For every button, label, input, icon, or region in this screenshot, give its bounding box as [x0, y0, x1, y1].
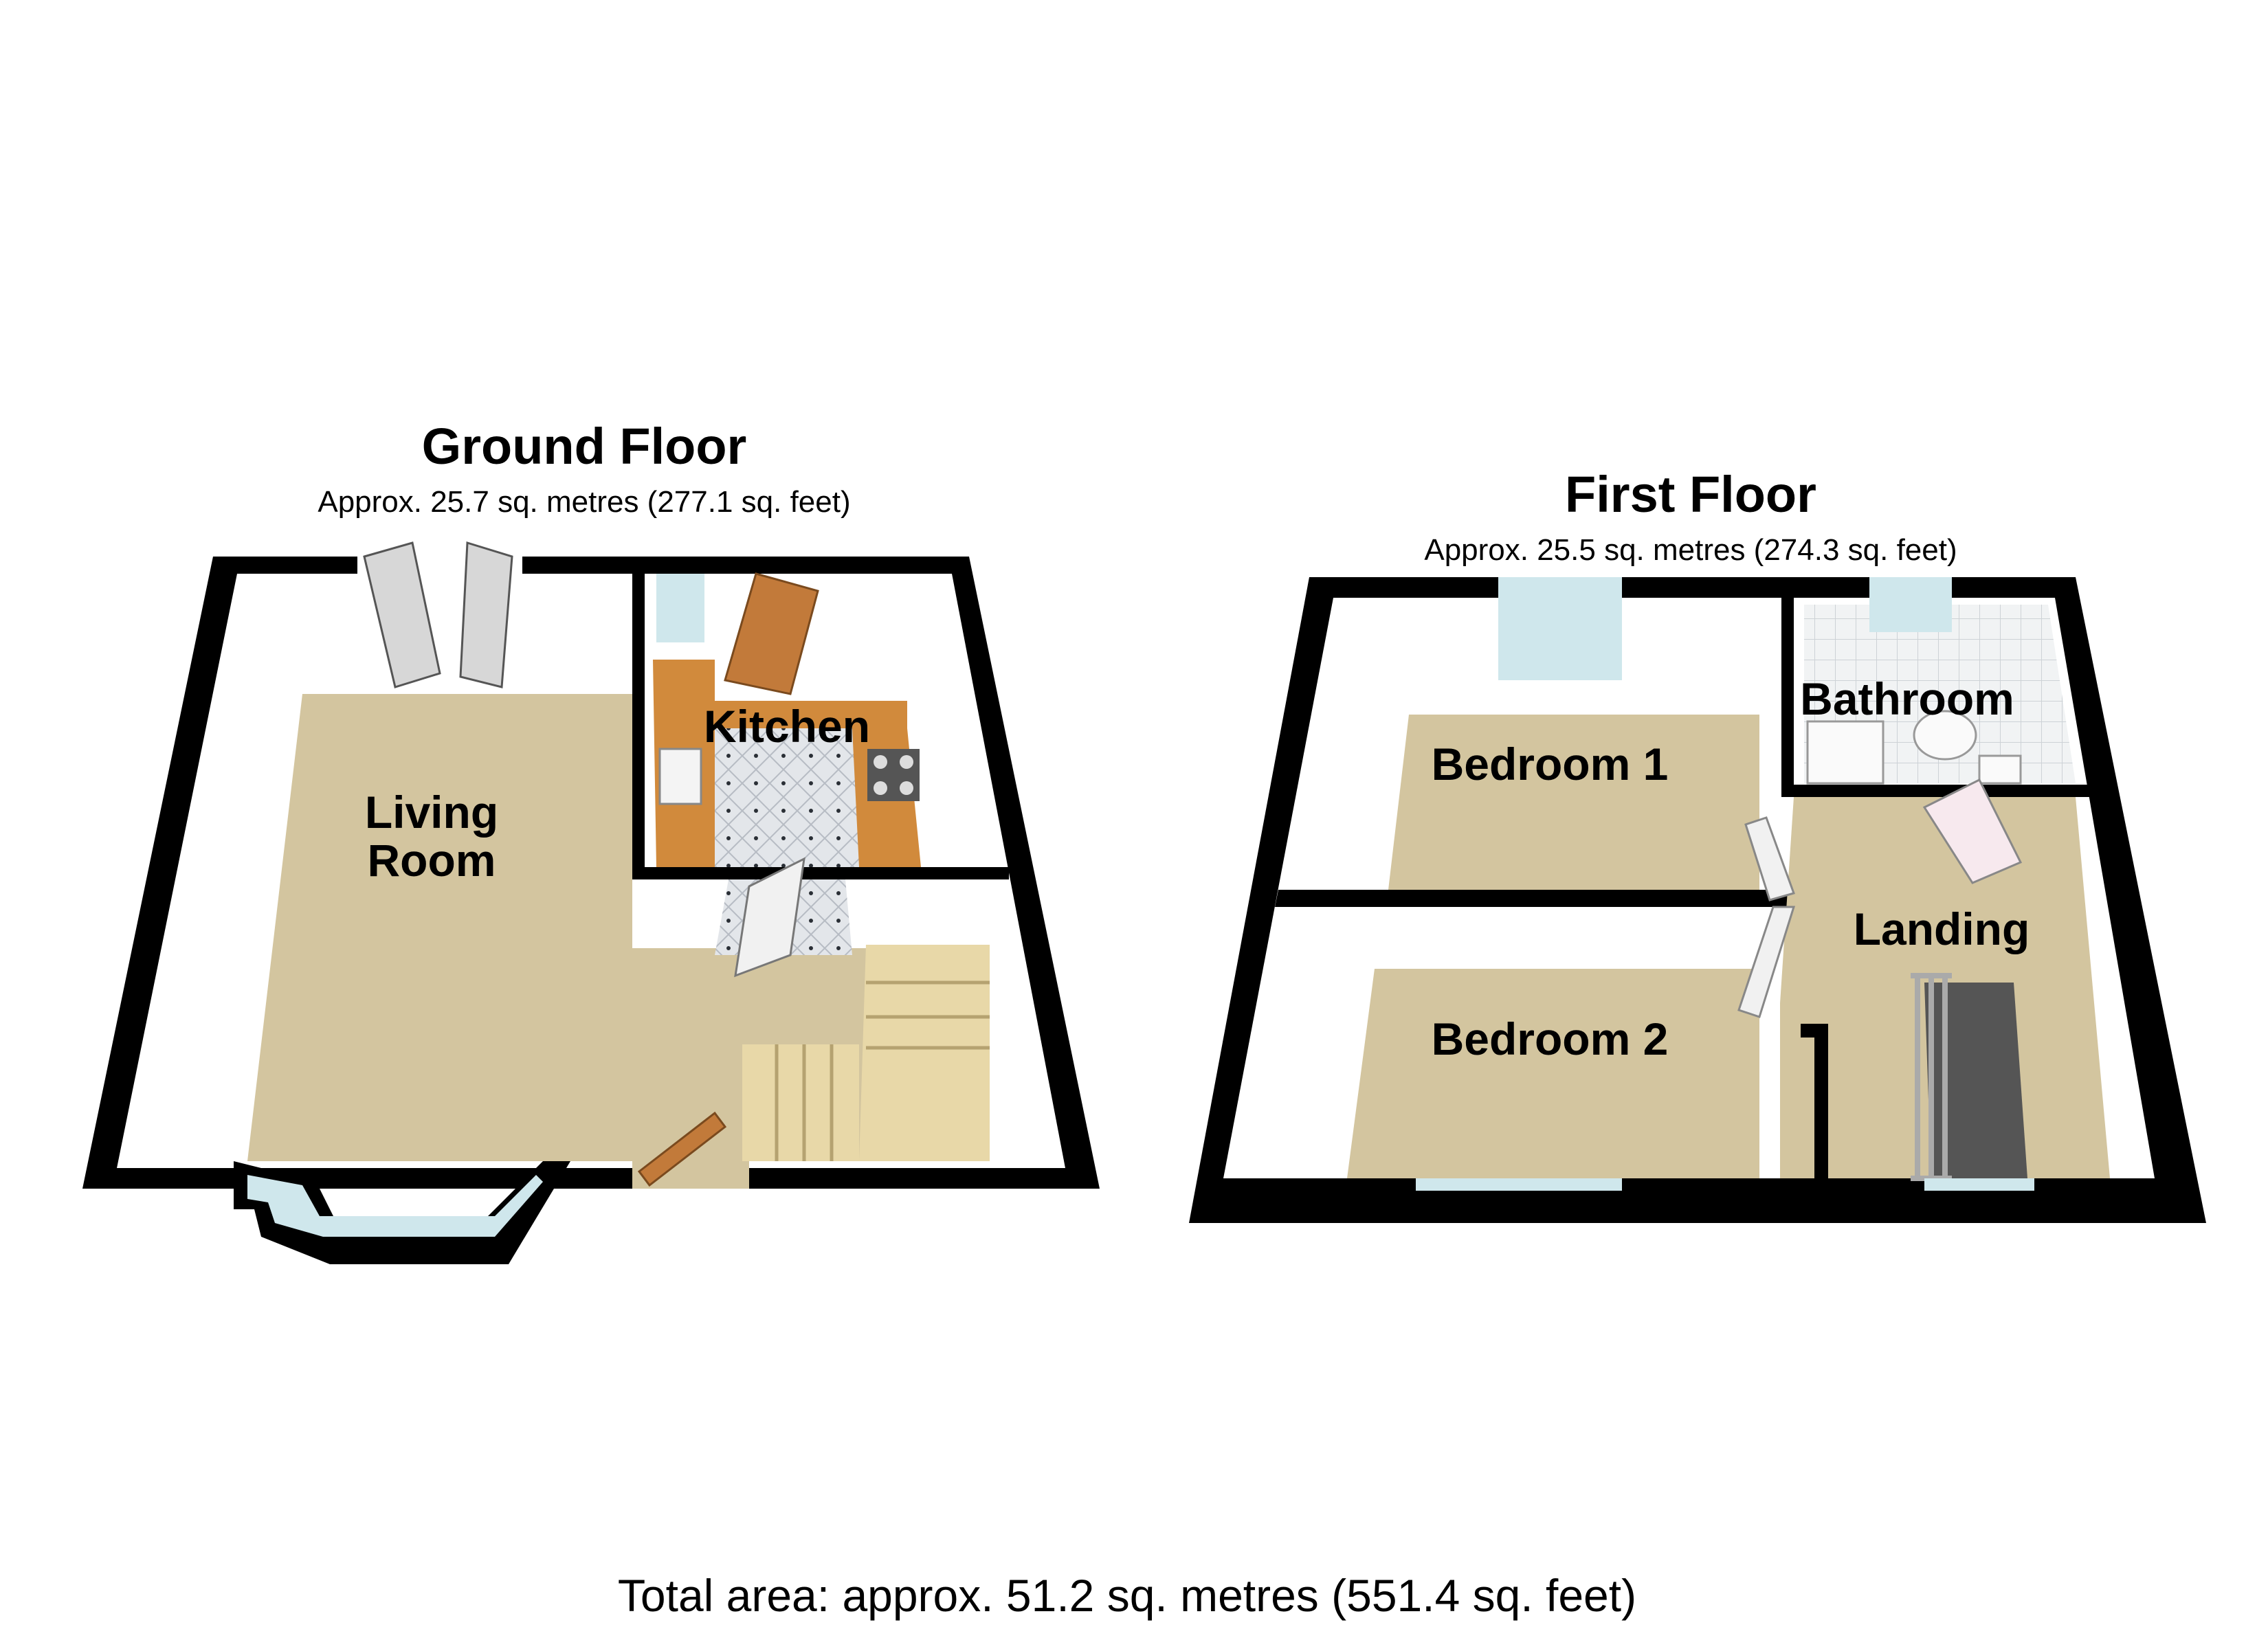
kitchen-label: Kitchen: [704, 701, 870, 752]
living-room-label-line2: Room: [368, 835, 496, 886]
hob-icon: [867, 749, 920, 801]
landing-partition: [1801, 1024, 1828, 1202]
bathroom-window: [1869, 577, 1952, 632]
kitchen-door: [734, 857, 805, 978]
bathroom-door: [1922, 778, 2023, 884]
bay-window-glass: [247, 1175, 543, 1237]
french-door-left: [363, 541, 441, 688]
total-area: Total area: approx. 51.2 sq. metres (551…: [618, 1570, 1636, 1621]
kitchen-back-door: [724, 572, 819, 695]
kitchen-worktop-back: [715, 701, 907, 728]
bedroom2-label: Bedroom 2: [1432, 1013, 1669, 1064]
living-room-label-line1: Living: [365, 787, 498, 838]
landing-label: Landing: [1854, 904, 2030, 954]
bathroom-bottom-wall: [1794, 785, 2110, 797]
first-floor-title: First Floor: [1565, 466, 1816, 523]
shower-tray-icon: [1806, 720, 1885, 785]
ground-floor-title: Ground Floor: [422, 418, 747, 475]
bathroom-label: Bathroom: [1800, 673, 2014, 724]
stair-opening: [1924, 983, 2027, 1178]
bedroom1-label: Bedroom 1: [1432, 739, 1669, 789]
kitchen-window: [656, 574, 704, 642]
ground-floor: Ground Floor Approx. 25.7 sq. metres (27…: [82, 418, 1100, 1264]
bedroom2-door: [1737, 906, 1796, 1018]
landing-window: [1924, 1178, 2034, 1191]
kitchen-bottom-wall: [645, 867, 1009, 879]
ground-stairs: [742, 945, 990, 1161]
bedroom-divider-wall: [1275, 890, 1794, 907]
banister: [1911, 973, 1952, 1181]
bedroom1-floor: [1388, 715, 1759, 890]
kitchen-left-wall: [632, 557, 645, 879]
bathroom-left-wall: [1781, 598, 1794, 797]
bedroom1-window: [1498, 577, 1622, 680]
toilet-icon: [1913, 710, 1977, 761]
front-door: [637, 1111, 727, 1187]
french-door-right: [459, 541, 513, 688]
first-floor-area: Approx. 25.5 sq. metres (274.3 sq. feet): [1424, 533, 1957, 567]
first-floor: First Floor Approx. 25.5 sq. metres (274…: [1189, 466, 2206, 1223]
basin-icon: [1978, 754, 2022, 785]
bay-window-wall: [234, 1161, 570, 1264]
sink-icon: [658, 748, 702, 805]
bedroom2-floor: [1347, 969, 1759, 1178]
ground-floor-area: Approx. 25.7 sq. metres (277.1 sq. feet): [318, 485, 850, 519]
bedroom1-door: [1744, 816, 1795, 901]
bedroom2-window: [1416, 1178, 1622, 1191]
